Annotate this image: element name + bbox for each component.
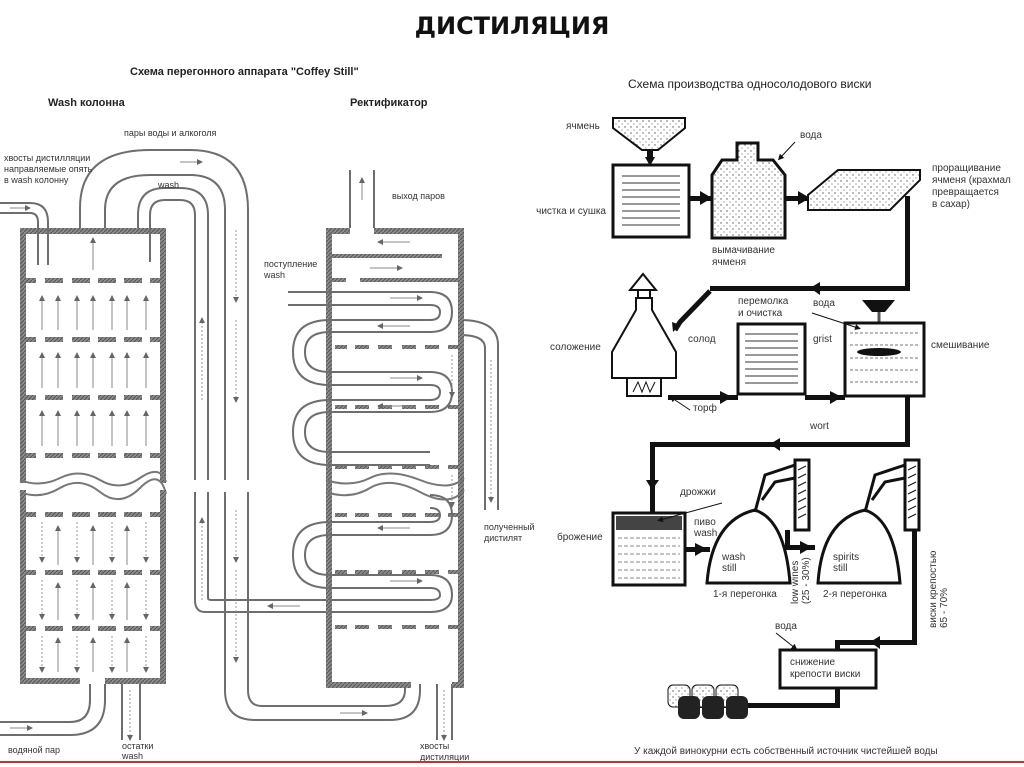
label-water-2: вода bbox=[813, 298, 835, 309]
label-barley: ячмень bbox=[566, 121, 600, 132]
dilution-box bbox=[778, 648, 878, 690]
label-wash-residue-2: wash bbox=[122, 751, 144, 761]
rectifier-heading: Ректификатор bbox=[350, 97, 428, 109]
label-milling-1: перемолка bbox=[738, 296, 789, 307]
label-peat: торф bbox=[693, 403, 717, 414]
label-cleaning-drying: чистка и сушка bbox=[536, 206, 606, 217]
label-wash-arch: wash bbox=[158, 180, 180, 190]
milling-box bbox=[736, 322, 807, 396]
label-germination-1: проращивание bbox=[932, 163, 1001, 174]
label-dilution-2: крепости виски bbox=[790, 669, 861, 680]
wash-column-heading: Wash колонна bbox=[48, 97, 125, 109]
germination-floor bbox=[807, 169, 921, 211]
label-vapor-exit: выход паров bbox=[392, 191, 445, 201]
whisky-production-title: Схема производства односолодового виски bbox=[628, 77, 872, 91]
mash-tun bbox=[843, 300, 926, 398]
fermentation-vessel bbox=[611, 502, 723, 587]
flow-arrows bbox=[645, 157, 880, 712]
accent-divider bbox=[0, 761, 1024, 763]
label-tails-return-2: направляемые опять bbox=[4, 164, 93, 174]
label-vapors: пары воды и алкоголя bbox=[124, 128, 217, 138]
label-dilution-1: снижение bbox=[790, 657, 836, 668]
label-yeast: дрожжи bbox=[680, 487, 716, 498]
label-tails-return-1: хвосты дистилляции bbox=[4, 153, 91, 163]
wash-still bbox=[705, 458, 811, 585]
label-whisky-strength-2: 65 - 70% bbox=[939, 587, 950, 628]
label-wash-residue-1: остатки bbox=[122, 741, 154, 751]
label-steeping-2: ячменя bbox=[712, 257, 746, 268]
label-beer-1: пиво bbox=[694, 517, 716, 528]
label-wash-inlet-2: wash bbox=[264, 270, 286, 280]
label-germination-2: ячменя (крахмал bbox=[932, 175, 1011, 186]
whisky-casks bbox=[667, 684, 748, 719]
wash-column-lower bbox=[19, 478, 167, 684]
label-spirits-still-1: spirits bbox=[833, 552, 860, 563]
label-second-distillation: 2-я перегонка bbox=[823, 589, 887, 600]
label-tails-2: дистиляции bbox=[420, 752, 470, 762]
label-malting: соложение bbox=[550, 342, 601, 353]
wash-column-upper bbox=[19, 228, 167, 487]
label-wash-still-2: still bbox=[722, 563, 737, 574]
label-grist: grist bbox=[813, 334, 832, 345]
label-spirits-still-2: still bbox=[833, 563, 848, 574]
label-germination-4: в сахар) bbox=[932, 199, 970, 210]
label-milling-2: и очистка bbox=[738, 308, 783, 319]
label-first-distillation: 1-я перегонка bbox=[713, 589, 777, 600]
label-water-1: вода bbox=[800, 130, 822, 141]
page-title: ДИСТИЛЯЦИЯ bbox=[414, 12, 610, 40]
label-tails-return-3: в wash колонну bbox=[4, 175, 69, 185]
label-mashing: смешивание bbox=[931, 340, 990, 351]
label-malt: солод bbox=[688, 334, 716, 345]
steeping-tank bbox=[710, 141, 787, 240]
malting-kiln bbox=[611, 272, 677, 397]
coffey-still-title: Схема перегонного аппарата "Coffey Still… bbox=[130, 66, 359, 78]
label-steeping-1: вымачивание bbox=[712, 245, 775, 256]
label-distillate-2: дистилят bbox=[484, 533, 523, 543]
label-wash-still-1: wash bbox=[722, 552, 746, 563]
label-distillate-1: полученный bbox=[484, 522, 535, 532]
rectifier-column bbox=[10, 159, 494, 741]
label-steam: водяной пар bbox=[8, 745, 61, 755]
label-low-wines-2: (25 - 30%) bbox=[801, 557, 812, 604]
label-water-3: вода bbox=[775, 621, 797, 632]
label-beer-2: wash bbox=[694, 528, 718, 539]
label-germination-3: превращается bbox=[932, 187, 999, 198]
footer-note: У каждой винокурни есть собственный исто… bbox=[634, 746, 938, 757]
label-wort: wort bbox=[810, 421, 829, 432]
label-wash-inlet-1: поступление bbox=[264, 259, 318, 269]
label-fermentation: брожение bbox=[557, 532, 603, 543]
barley-hopper bbox=[612, 117, 686, 151]
label-tails-1: хвосты bbox=[420, 741, 450, 751]
coffey-pipes bbox=[0, 149, 499, 740]
